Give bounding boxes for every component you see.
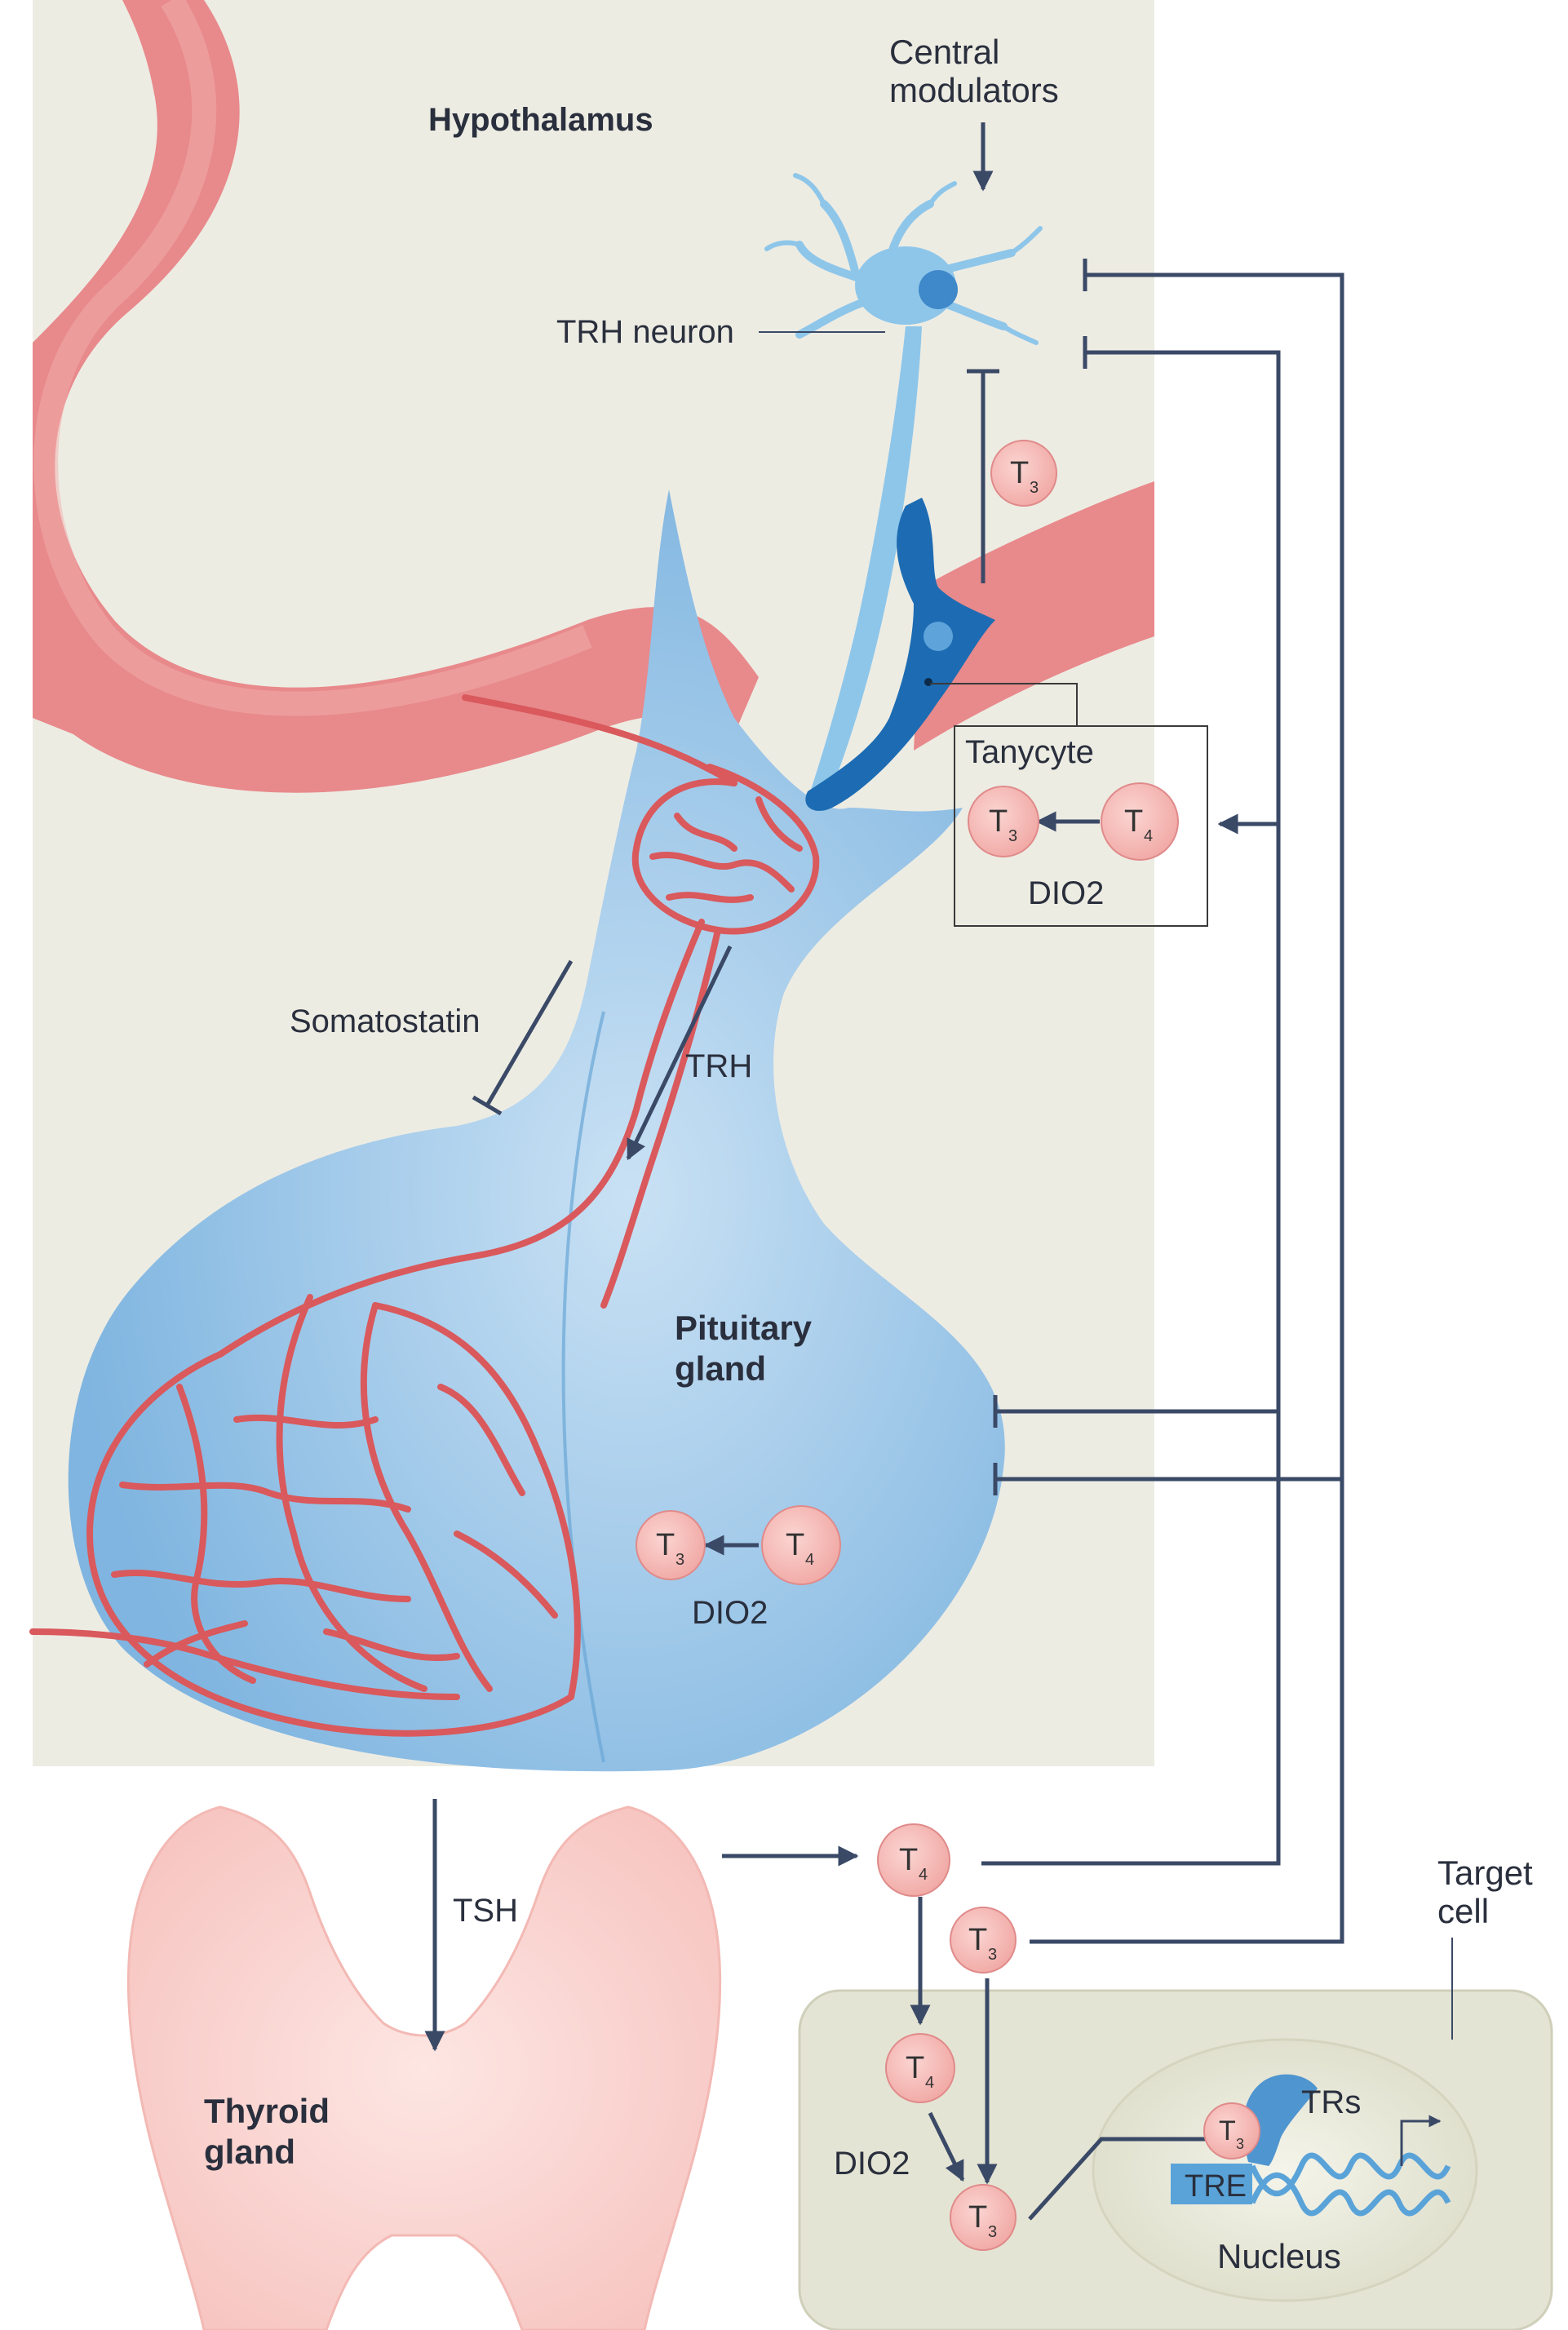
- label-thyroid-1: Thyroid: [204, 2092, 330, 2130]
- hormone-t4-target: T 4: [886, 2034, 955, 2102]
- svg-text:4: 4: [805, 1551, 814, 1569]
- hormone-t3-pituitary: T 3: [636, 1511, 705, 1579]
- svg-text:3: 3: [988, 2223, 997, 2241]
- svg-text:T: T: [968, 2200, 987, 2235]
- hormone-t3-target: T 3: [950, 2185, 1016, 2250]
- label-central-modulators-1: Central: [889, 33, 999, 71]
- label-central-modulators-2: modulators: [889, 71, 1059, 109]
- svg-text:3: 3: [988, 1946, 997, 1964]
- hormone-t3-bound: T 3: [1204, 2103, 1260, 2159]
- label-target-cell-2: cell: [1437, 1892, 1489, 1930]
- label-hypothalamus: Hypothalamus: [428, 102, 653, 138]
- svg-text:T: T: [989, 804, 1008, 839]
- hormone-t4-pituitary: T 4: [762, 1506, 840, 1584]
- label-dio2-tanycyte: DIO2: [1028, 875, 1104, 911]
- label-pituitary-2: gland: [675, 1349, 766, 1388]
- hormone-t4-circulation: T 4: [878, 1824, 950, 1896]
- svg-text:3: 3: [1008, 827, 1017, 845]
- label-tanycyte: Tanycyte: [965, 734, 1094, 770]
- hormone-t4-tanycyte: T 4: [1101, 783, 1178, 860]
- label-somatostatin: Somatostatin: [290, 1003, 480, 1039]
- svg-text:4: 4: [1144, 827, 1153, 845]
- svg-text:3: 3: [675, 1551, 684, 1569]
- svg-text:T: T: [1219, 2115, 1236, 2146]
- label-tsh: TSH: [453, 1893, 518, 1929]
- svg-text:T: T: [1010, 456, 1029, 490]
- label-trh: TRH: [685, 1048, 752, 1084]
- label-thyroid-2: gland: [204, 2133, 295, 2171]
- svg-text:T: T: [1124, 804, 1143, 839]
- hormone-t3-tanycyte: T 3: [968, 786, 1039, 857]
- svg-text:T: T: [786, 1528, 804, 1562]
- label-nucleus: Nucleus: [1217, 2237, 1341, 2275]
- svg-text:4: 4: [925, 2074, 934, 2092]
- label-trh-neuron: TRH neuron: [556, 314, 734, 350]
- svg-text:T: T: [899, 1843, 918, 1877]
- svg-text:3: 3: [1030, 479, 1039, 497]
- hormone-t3-circulation: T 3: [950, 1907, 1016, 1973]
- svg-text:4: 4: [919, 1866, 928, 1884]
- label-tre: TRE: [1185, 2169, 1247, 2204]
- label-pituitary-1: Pituitary: [675, 1309, 813, 1347]
- label-dio2-pituitary: DIO2: [692, 1595, 768, 1631]
- thyroid-gland: [128, 1807, 720, 2330]
- svg-text:3: 3: [1236, 2136, 1244, 2152]
- hormone-t3-neuron: T 3: [991, 441, 1056, 506]
- label-trs: TRs: [1301, 2084, 1361, 2120]
- svg-text:T: T: [906, 2051, 924, 2085]
- svg-text:T: T: [656, 1528, 675, 1562]
- label-target-cell-1: Target: [1437, 1854, 1533, 1892]
- svg-text:T: T: [968, 1923, 987, 1957]
- label-dio2-target: DIO2: [834, 2146, 910, 2182]
